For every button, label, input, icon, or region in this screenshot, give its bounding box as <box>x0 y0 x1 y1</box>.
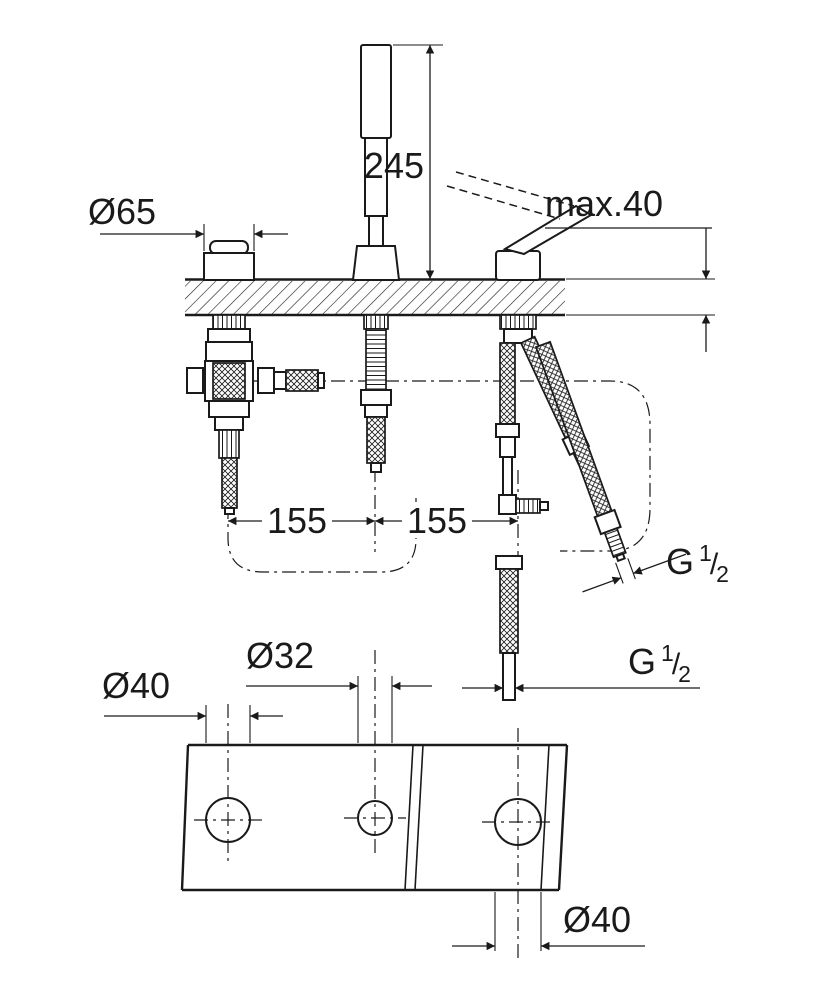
spacing-left-label-bg <box>262 502 332 538</box>
hose-a-elbow-tip <box>539 501 549 511</box>
handshower-head <box>360 44 392 139</box>
hose-c-braid <box>534 340 613 518</box>
diverter-left-stub <box>186 367 204 394</box>
plan-hole-left <box>205 797 251 843</box>
plan-break-line-1 <box>404 744 414 891</box>
extension-hose-braid <box>499 568 519 654</box>
dim-label-max40: max.40 <box>545 183 663 224</box>
handshower-shaft <box>363 314 389 330</box>
diverter-upper-body <box>205 341 253 362</box>
diverter-reducer <box>214 416 244 431</box>
mixer-shaft <box>499 314 537 330</box>
thread-ext-line-1 <box>615 562 624 584</box>
plan-left-edge <box>180 744 190 891</box>
handshower-threaded-stud <box>365 328 387 391</box>
diverter-collar <box>207 328 251 343</box>
dim-label-dia40-bottom: Ø40 <box>563 899 631 940</box>
g12u-num: 1 <box>699 540 712 566</box>
diverter-branch-tip <box>317 372 325 389</box>
diverter-connector <box>218 429 240 459</box>
hose-a-elbow <box>498 494 517 515</box>
hose-a-tube <box>502 456 513 496</box>
diverter-branch-neck <box>273 371 287 390</box>
dim-label-dia40-left: Ø40 <box>102 665 170 706</box>
g12l-den: 2 <box>678 661 691 687</box>
hose-a-nut <box>495 423 520 438</box>
mixer-collar <box>503 328 533 344</box>
g12l-slash: / <box>672 648 681 681</box>
handshower-hose-tip <box>370 462 382 473</box>
thread-dim-left <box>582 576 622 593</box>
thread-ext-line-2 <box>627 558 636 580</box>
hose-a-elbow-out <box>515 498 541 514</box>
handshower-hose <box>366 416 386 464</box>
diverter-tee-knurl <box>212 362 246 400</box>
mixer-tap <box>446 171 687 701</box>
g12u-den: 2 <box>716 561 729 587</box>
diverter-valve <box>186 240 325 515</box>
deck-cross-section <box>185 278 565 317</box>
handshower <box>351 44 401 473</box>
handshower-stem <box>368 215 384 247</box>
plan-hole-right <box>494 798 542 846</box>
g12u-slash: / <box>710 548 719 581</box>
diverter-shaft <box>212 314 246 330</box>
plan-break-line-2 <box>414 744 424 891</box>
hose-loop-centerline <box>196 380 651 552</box>
mixer-hose-vertical <box>495 342 549 515</box>
plan-break-line-3 <box>540 744 550 891</box>
deck-plan-view <box>180 743 569 892</box>
diverter-branch-knurl <box>285 369 319 392</box>
mixer-lever <box>502 204 593 256</box>
mixer-hose-diagonal-long <box>534 340 687 593</box>
diverter-hose-tip <box>224 507 235 515</box>
dim-label-155-left: 155 <box>267 500 327 541</box>
mixer-body <box>495 250 541 281</box>
g12l-num: 1 <box>661 640 674 666</box>
dim-label-155-right: 155 <box>407 500 467 541</box>
plan-right-edge <box>557 744 569 891</box>
dim-label-dia65: Ø65 <box>88 191 156 232</box>
handshower-nut <box>360 389 392 406</box>
diverter-nut <box>208 400 250 418</box>
lever-raised-dash-2 <box>455 171 575 207</box>
hose-a-hex <box>499 436 516 458</box>
g12l-prefix: G <box>628 641 656 682</box>
diverter-escutcheon <box>203 252 255 281</box>
left-hose-loop-centerline <box>227 498 417 573</box>
extension-hose-nut <box>495 555 523 570</box>
g12u-prefix: G <box>666 541 694 582</box>
hose-a-braid <box>499 342 516 425</box>
diverter-hose <box>221 457 238 509</box>
dim-label-245: 245 <box>364 145 424 186</box>
spacing-right-label-bg <box>402 502 472 538</box>
dimensions-plan-view: Ø40 Ø32 Ø40 <box>102 635 645 951</box>
deck-hatch <box>185 281 565 314</box>
extension-hose-tube <box>502 652 516 701</box>
dim-label-dia32: Ø32 <box>246 635 314 676</box>
extension-hose <box>495 555 523 701</box>
diverter-branch-hex <box>257 367 275 394</box>
lever-raised-dash-1 <box>446 185 561 220</box>
plan-hole-middle <box>357 800 393 836</box>
thread-dim-right <box>633 553 687 575</box>
hose-c-tip <box>615 552 626 563</box>
handshower-neck <box>364 404 388 418</box>
handshower-holder <box>351 245 401 281</box>
